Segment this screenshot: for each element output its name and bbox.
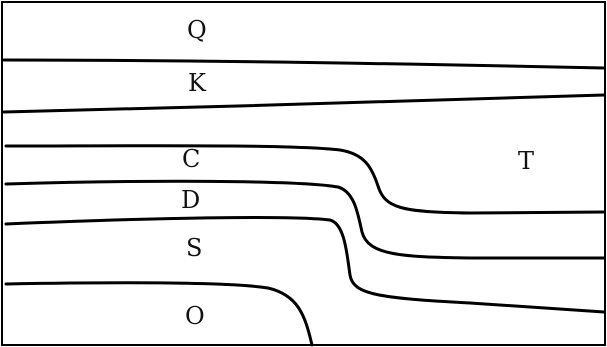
boundary-d-s: [4, 215, 606, 314]
label-q: Q: [187, 16, 207, 44]
boundary-c-d: [4, 179, 606, 260]
boundary-k-c: [2, 93, 606, 114]
label-o: O: [185, 302, 205, 330]
label-c: C: [182, 145, 200, 173]
boundary-s-o: [4, 281, 314, 347]
boundary-top-c: [4, 144, 606, 215]
label-t: T: [518, 147, 534, 175]
boundary-q-k: [2, 58, 606, 70]
label-d: D: [181, 186, 200, 214]
label-k: K: [188, 69, 207, 97]
label-s: S: [186, 234, 202, 262]
